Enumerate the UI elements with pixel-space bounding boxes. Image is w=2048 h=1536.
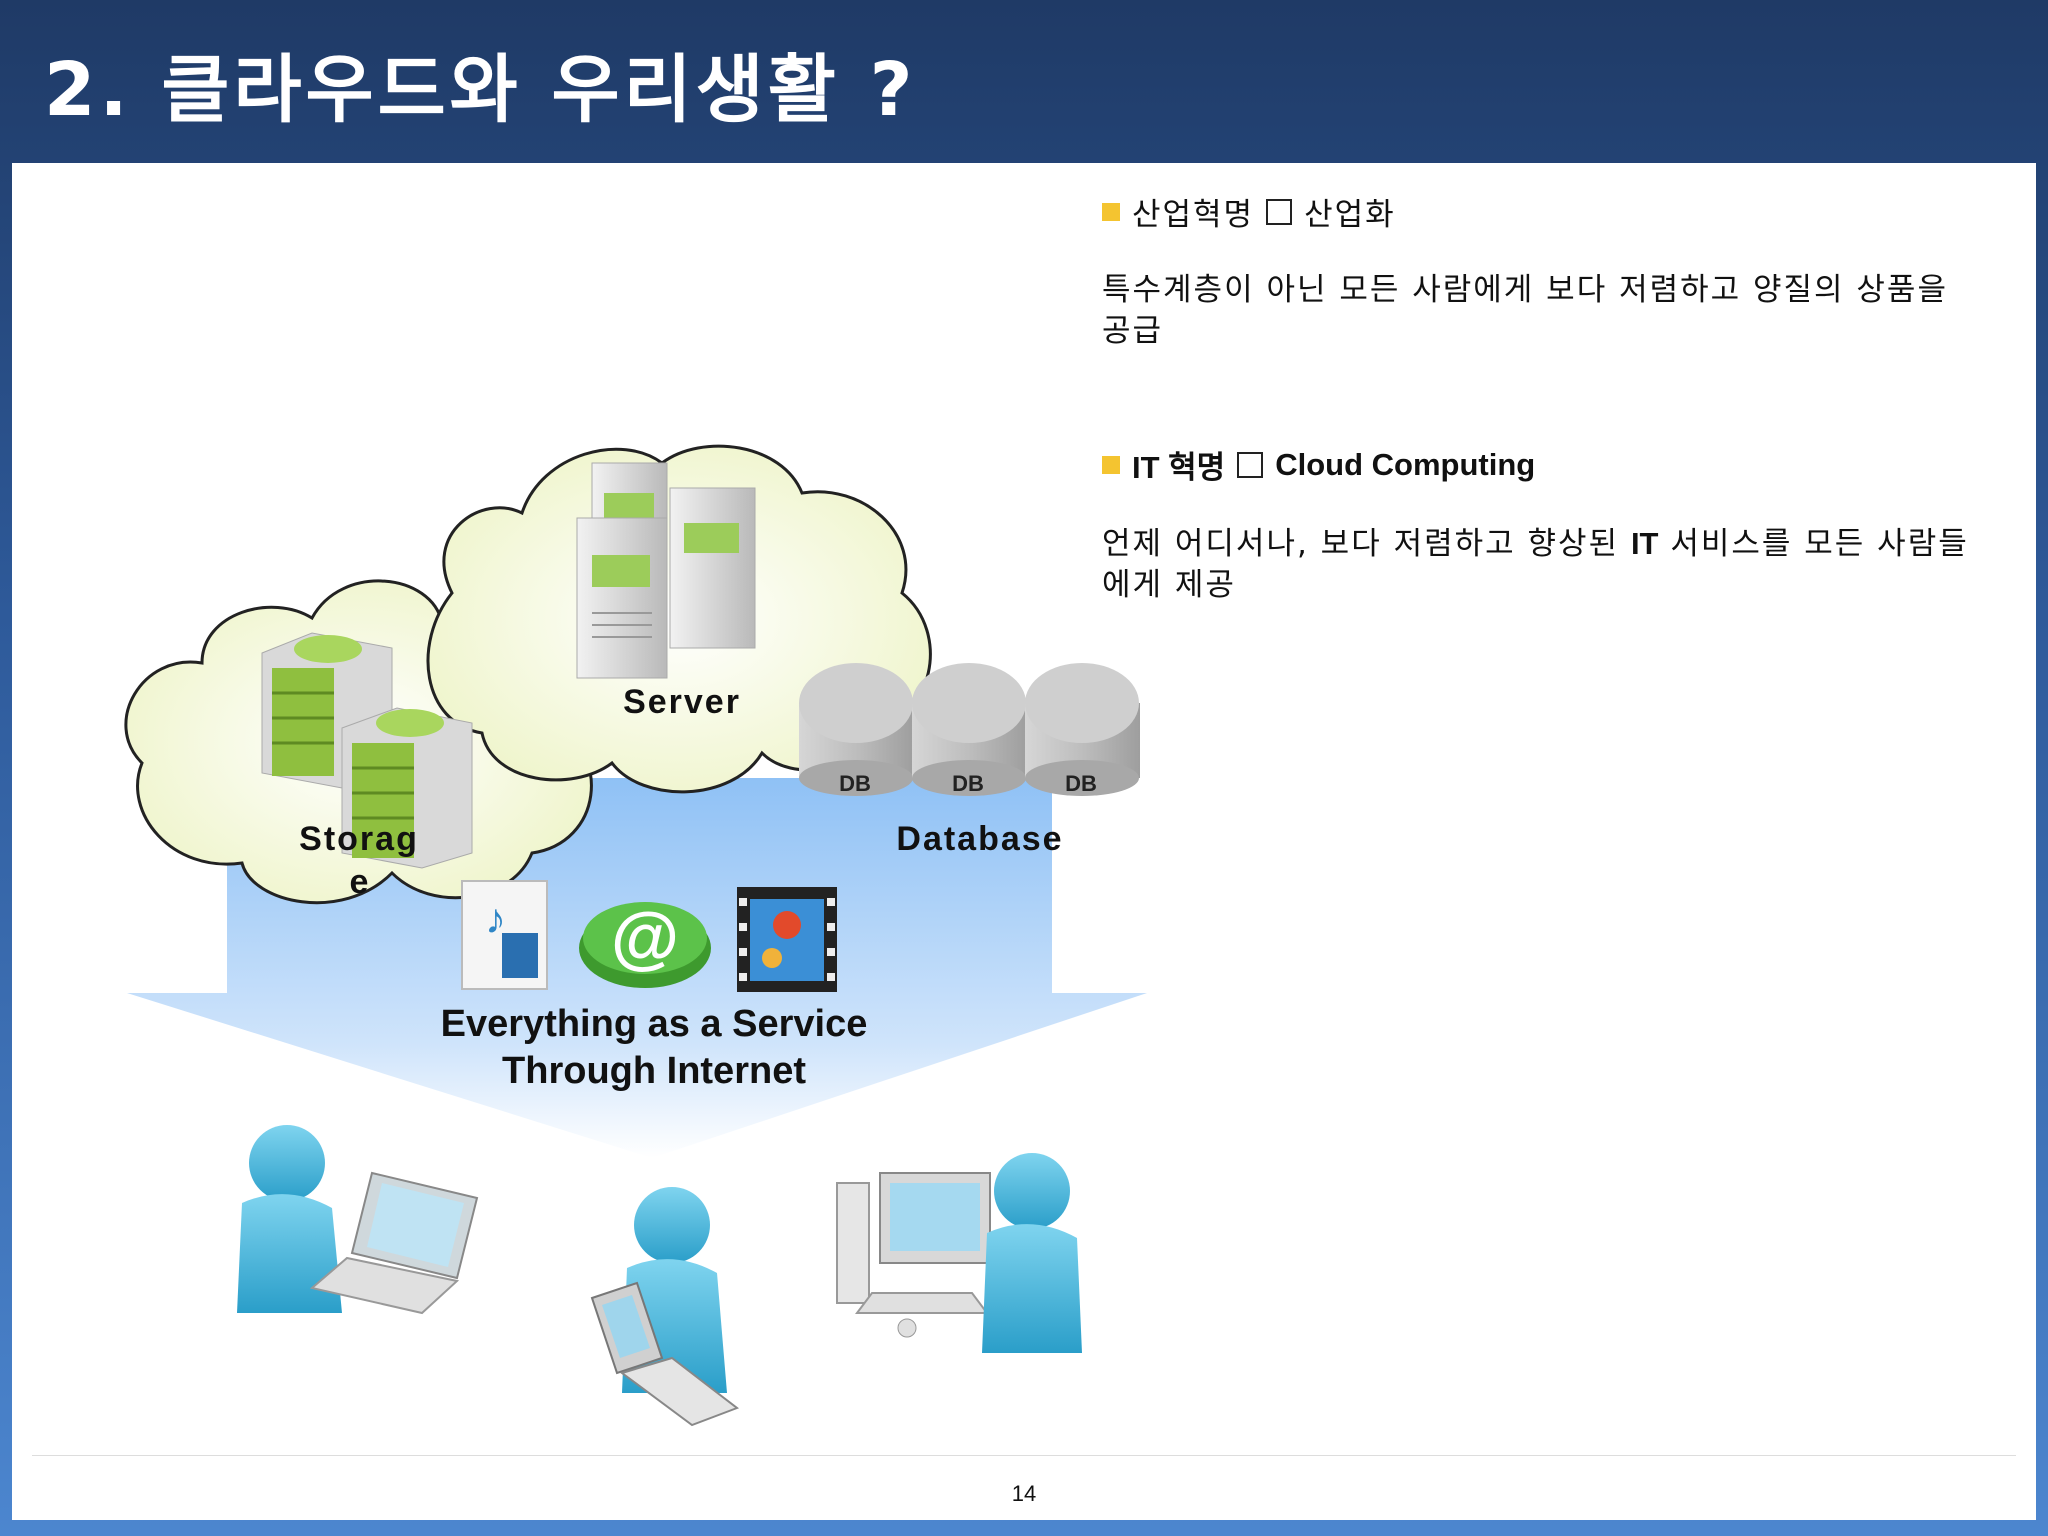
music-file-icon: ♪ <box>461 880 548 990</box>
email-at-icon: @ <box>579 898 711 988</box>
box-symbol-icon <box>1266 198 1293 225</box>
footer-divider <box>32 1455 2016 1456</box>
svg-text:♪: ♪ <box>485 895 506 942</box>
bullet-1-right: 산업화 <box>1304 197 1396 233</box>
db-label-2: DB <box>952 771 984 796</box>
phone-user-icon <box>590 1187 740 1427</box>
laptop-user-icon <box>237 1125 479 1315</box>
service-caption-line1: Everything as a Service <box>441 1003 868 1045</box>
server-label: Server <box>623 683 741 721</box>
svg-text:@: @ <box>611 898 679 976</box>
bullet-1-left: 산업혁명 <box>1132 197 1255 233</box>
storage-label-line1: Storag <box>299 820 419 858</box>
server-icon <box>576 462 756 679</box>
yellow-bullet-icon <box>1102 202 1120 221</box>
cloud-diagram: DB DB DB Server Storag e Database ♪ @ <box>124 444 1147 1427</box>
bullet-2-heading: IT 혁명 Cloud Computing <box>1102 442 2002 487</box>
bullet-2-body-bold: IT <box>1630 526 1659 561</box>
bullet-2-right: Cloud Computing <box>1275 446 1536 482</box>
box-symbol-icon <box>1237 451 1264 478</box>
slide-title: 2. 클라우드와 우리생활 ? <box>44 47 917 133</box>
desktop-user-icon <box>836 1153 1082 1353</box>
db-label-1: DB <box>839 771 871 796</box>
db-label-3: DB <box>1065 771 1097 796</box>
slide-panel: DB DB DB Server Storag e Database ♪ @ <box>12 163 2036 1520</box>
bullet-2-left: IT 혁명 <box>1132 450 1226 485</box>
title-bar: 2. 클라우드와 우리생활 ? <box>0 0 2048 162</box>
bullet-2-body: 언제 어디서나, 보다 저렴하고 향상된 IT 서비스를 모든 사람들에게 제공 <box>1102 523 1972 606</box>
page-number: 14 <box>1011 1481 1037 1506</box>
yellow-bullet-icon <box>1102 455 1120 474</box>
bullet-list: 산업혁명 산업화 특수계층이 아닌 모든 사람에게 보다 저렴하고 양질의 상품… <box>1102 189 2002 696</box>
bullet-2-body-start: 언제 어디서나, 보다 저렴하고 향상된 <box>1102 526 1631 562</box>
bullet-2-body-end: 서비스를 모든 사람들에게 제공 <box>1102 526 1969 603</box>
database-label: Database <box>896 820 1063 858</box>
video-file-icon <box>737 887 837 992</box>
database-icon <box>799 663 1140 796</box>
bullet-1-body: 특수계층이 아닌 모든 사람에게 보다 저렴하고 양질의 상품을 공급 <box>1102 272 1948 349</box>
storage-icon <box>261 632 473 869</box>
bullet-1-heading: 산업혁명 산업화 <box>1102 189 2002 234</box>
service-caption-line2: Through Internet <box>502 1050 806 1092</box>
storage-label-line2: e <box>350 863 369 901</box>
